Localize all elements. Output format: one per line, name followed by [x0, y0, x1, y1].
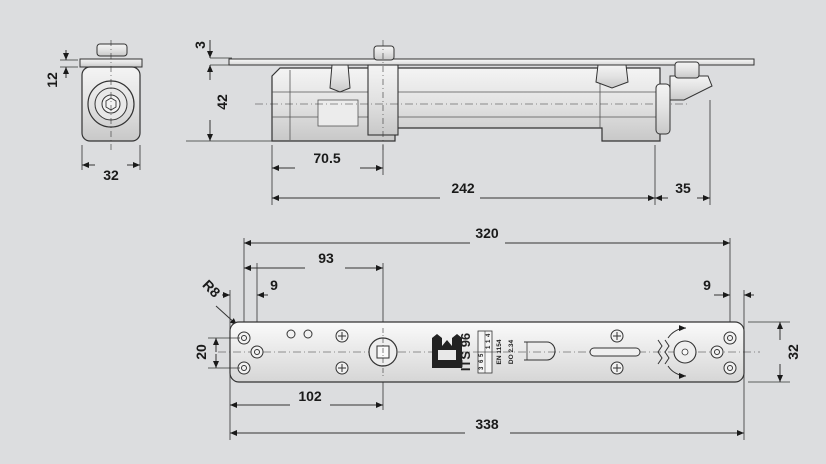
class-cell-4: 1: [486, 345, 492, 349]
class-cell-5: 1: [486, 339, 492, 343]
dim-body-height: 42: [214, 94, 230, 110]
dim-side-flange: 12: [44, 72, 60, 88]
class-cell-1: 3: [479, 366, 485, 370]
class-cell-6: 4: [486, 333, 492, 337]
front-view: 3 42 70.5 242: [186, 40, 755, 205]
dim-spindle-offset: 70.5: [313, 150, 340, 166]
dim-hole-inset-left: 9: [270, 277, 278, 293]
dim-spindle-from-edge: 102: [298, 388, 322, 404]
dim-plate-height: 32: [785, 344, 801, 360]
model-label: ITS 96: [458, 333, 473, 371]
dim-corner-radius: R8: [200, 276, 224, 300]
plan-view: 320 93 9 R8 9: [193, 225, 801, 440]
dim-body-length: 242: [451, 180, 475, 196]
dim-spindle-from-hole: 93: [318, 250, 334, 266]
class-table: 3 6 5 1 1 4: [477, 330, 493, 374]
dorma-logo-icon: [432, 334, 462, 368]
dim-arm-extension: 35: [675, 180, 691, 196]
standard-label: EN 1154: [496, 339, 503, 364]
class-cell-2: 6: [479, 359, 485, 363]
dim-top-plate: 3: [192, 41, 208, 49]
dim-side-width: 32: [103, 167, 119, 183]
adjuster-icon: [657, 325, 697, 379]
dim-hole-spacing-overall: 320: [475, 225, 499, 241]
size-range-label: DO 2.34: [508, 340, 515, 365]
dim-hole-inset-right: 9: [703, 277, 711, 293]
dim-plate-length: 338: [475, 416, 499, 432]
side-view: 12 32: [44, 40, 143, 183]
dim-hole-spacing-vertical: 20: [193, 344, 209, 360]
class-cell-3: 5: [479, 353, 485, 357]
